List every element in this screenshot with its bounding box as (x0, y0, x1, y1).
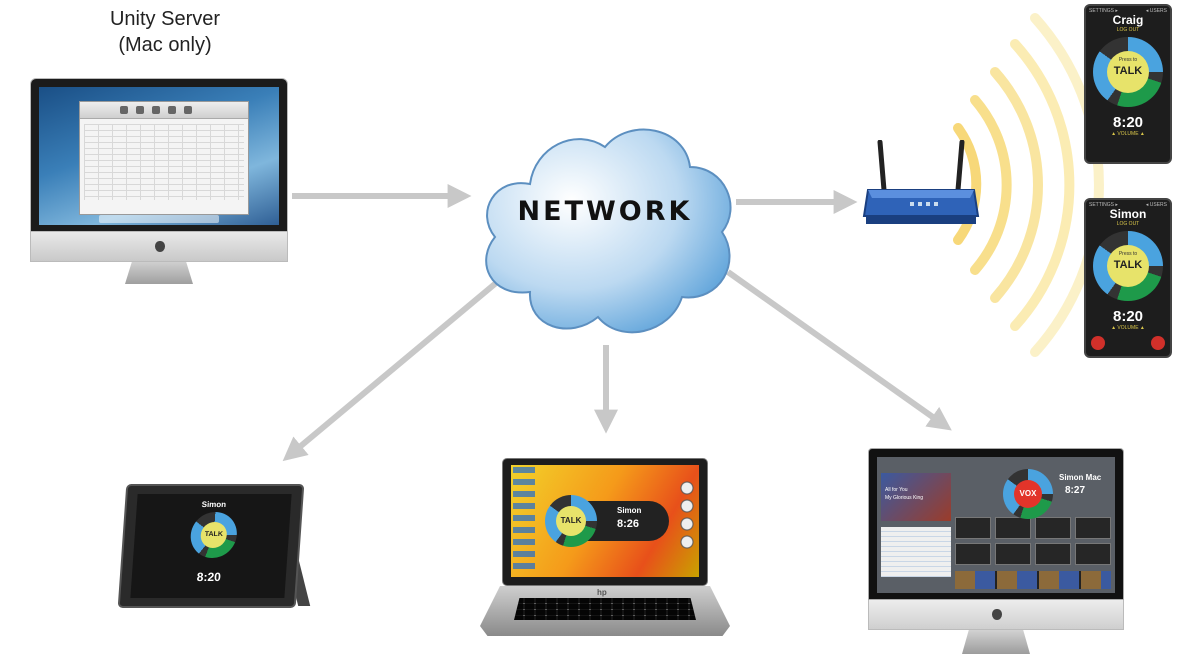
tablet-client: Simon TALK 8:20 (117, 484, 311, 610)
client-mac-screen: All for You My Glorious King VOX Simon M… (877, 457, 1115, 593)
unity-panel: TALK Simon 8:26 (545, 495, 669, 547)
phone-user-name: Craig (1112, 13, 1144, 27)
talk-label: TALK (1113, 65, 1143, 77)
server-app-window (79, 101, 249, 215)
phone-simon: SETTINGS ▸ ◂ USERS Simon LOG OUT Press t… (1084, 198, 1172, 358)
laptop-screen: TALK Simon 8:26 (511, 465, 699, 577)
phone-volume-control[interactable]: ▲ VOLUME ▲ (1111, 131, 1145, 137)
cloud-icon (485, 128, 732, 334)
laptop-client: TALK Simon 8:26 hp (480, 458, 730, 638)
network-label: NETWORK (517, 196, 693, 227)
tablet-screen: Simon TALK 8:20 (130, 494, 292, 598)
desktop-icons (513, 467, 535, 575)
press-label: Press to (1118, 57, 1138, 63)
phone-settings-link[interactable]: SETTINGS ▸ (1089, 202, 1118, 208)
dock (99, 215, 219, 223)
talk-dial[interactable]: VOX (1003, 469, 1053, 519)
server-title-line1: Unity Server (109, 8, 221, 30)
press-label: Press to (1118, 251, 1138, 257)
talk-dial[interactable]: Press to TALK (1093, 231, 1163, 301)
thumbnail-strip (955, 571, 1111, 589)
server-title-line2: (Mac only) (118, 34, 212, 56)
wifi-router (862, 139, 980, 230)
phone-time: 8:20 (1112, 308, 1144, 325)
video-caption-line2: My Glorious King (885, 495, 924, 501)
phone-volume-control[interactable]: ▲ VOLUME ▲ (1111, 325, 1145, 331)
arrow-network-to-mac (726, 269, 952, 431)
arrow-network-to-tablet (282, 275, 504, 462)
video-preview: All for You My Glorious King (881, 473, 951, 521)
vox-button[interactable]: VOX (1014, 480, 1042, 508)
laptop-user-name: Simon (617, 506, 642, 515)
tablet-user-name: Simon (201, 500, 227, 509)
phone-settings-link[interactable]: SETTINGS ▸ (1089, 8, 1118, 14)
phone-users-link[interactable]: ◂ USERS (1145, 8, 1167, 14)
router-icon (862, 139, 980, 224)
hp-logo-icon: hp (597, 588, 607, 597)
talk-button[interactable]: TALK (199, 522, 228, 548)
talk-dial[interactable]: TALK (189, 512, 239, 558)
phone-time: 8:20 (1112, 114, 1144, 131)
phone-logout-button[interactable]: LOG OUT (1116, 221, 1140, 227)
phone-users-link[interactable]: ◂ USERS (1145, 202, 1167, 208)
apple-logo-icon (155, 241, 165, 252)
talk-button[interactable]: Press to TALK (1107, 51, 1149, 93)
call-icon[interactable] (1151, 336, 1165, 350)
client-mac-user-name: Simon Mac (1059, 473, 1102, 482)
network-cloud: NETWORK (470, 112, 740, 347)
server-screen (39, 87, 279, 225)
client-imac: All for You My Glorious King VOX Simon M… (868, 448, 1124, 656)
phone-logout-button[interactable]: LOG OUT (1116, 27, 1140, 33)
talk-button[interactable]: TALK (556, 506, 586, 536)
keyboard (514, 598, 696, 620)
tablet-time: 8:20 (196, 570, 222, 584)
talk-dial[interactable]: TALK (545, 495, 597, 547)
server-title: Unity Server (Mac only) (70, 6, 260, 58)
clock-gadgets-icon (679, 479, 695, 553)
mute-icon[interactable] (1091, 336, 1105, 350)
server-imac (30, 78, 288, 284)
client-mac-time: 8:27 (1065, 485, 1086, 496)
apple-logo-icon (992, 609, 1002, 620)
playlist-table (881, 527, 951, 577)
talk-label: TALK (1113, 259, 1143, 271)
laptop-time: 8:26 (617, 518, 640, 530)
wifi-waves-icon (953, 13, 1104, 357)
video-caption-line1: All for You (885, 487, 908, 493)
talk-button[interactable]: Press to TALK (1107, 245, 1149, 287)
phone-craig: SETTINGS ▸ ◂ USERS Craig LOG OUT Press t… (1084, 4, 1172, 164)
talk-dial[interactable]: Press to TALK (1093, 37, 1163, 107)
phone-user-name: Simon (1109, 207, 1147, 221)
